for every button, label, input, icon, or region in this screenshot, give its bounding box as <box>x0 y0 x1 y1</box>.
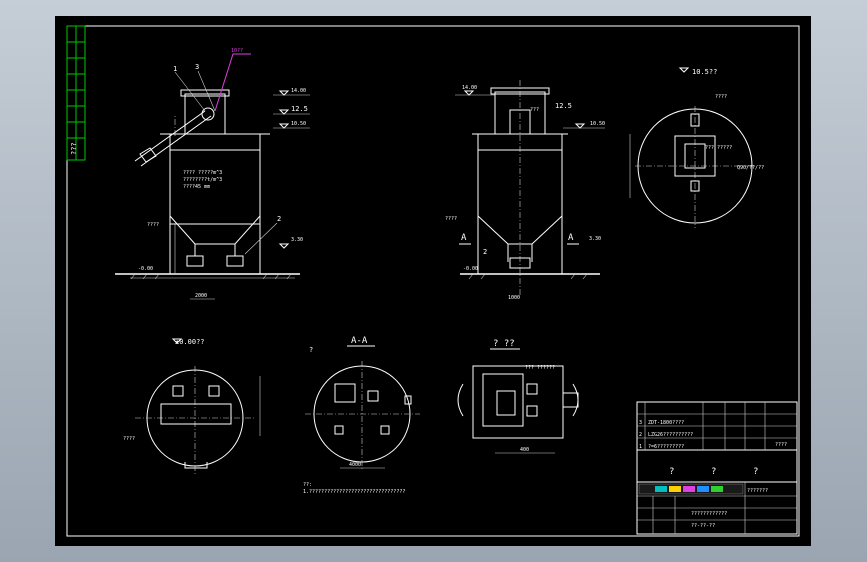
detail-title: ? ?? <box>493 339 515 349</box>
level-base-mid: 3.30 <box>589 236 601 242</box>
level-low-mid: 10.50 <box>590 121 605 127</box>
part-label-2: 2 <box>277 215 281 223</box>
drawing-border <box>66 25 800 537</box>
silo-note-1: ???? ?????m^3 <box>183 170 222 176</box>
bom-no-3: 3 <box>639 420 642 426</box>
elevation-view-left: 10?? 14.00 12.5 10.50 3.30 -0.00 ???? ??… <box>115 48 310 300</box>
plan-top-callout: ???? <box>715 94 727 100</box>
elevation-view-middle: 14.00 12.5 10.50 3.30 -0.00 A A ???? 2 1… <box>445 80 605 301</box>
bottom-dim: 2000 <box>195 293 207 299</box>
level-ground-mid: -0.00 <box>463 266 478 272</box>
level-ground: -0.00 <box>138 266 153 272</box>
plan-top-right: 10.5?? ???? ??? ????? Q90/??/?? <box>629 67 764 228</box>
plan-top-note-2: Q90/??/?? <box>737 165 764 171</box>
bom-remark: ???? <box>775 442 787 448</box>
side-label-mid: ???? <box>445 216 457 222</box>
silo-note-2: ????????t/m^3 <box>183 177 222 183</box>
section-mark-a-right: A <box>568 233 574 243</box>
stamp-label: ??? <box>70 142 78 155</box>
notes-line-1: 1.???????????????????????????????? <box>303 489 405 495</box>
drawing-sheet: ??? 10?? 14.00 12.5 <box>55 16 811 546</box>
bom-no-2: 2 <box>639 432 642 438</box>
part-label-1: 1 <box>173 65 177 73</box>
level-low: 10.50 <box>291 121 306 127</box>
drawing-name: ???????????? <box>691 511 727 517</box>
section-mark-a-left: A <box>461 233 467 243</box>
bom-name-3: ZDT-1800???? <box>648 420 684 426</box>
bottom-dim-mid: 1000 <box>508 295 520 301</box>
detail-note: ??? ?????? <box>525 365 555 371</box>
level-top-mid: 14.00 <box>462 85 477 91</box>
bom-name-1: ?=6????????? <box>648 444 684 450</box>
title-block-code: ??????? <box>747 488 768 494</box>
notes-heading: ??: <box>303 482 312 488</box>
bom-header-1: ? <box>669 467 674 477</box>
detail-dim: 400 <box>520 447 529 453</box>
bom-no-1: 1 <box>639 444 642 450</box>
binding-stamp: ??? <box>66 25 86 161</box>
section-part-label: ? <box>309 346 313 354</box>
level-mid: 12.5 <box>291 105 308 113</box>
part-label-3: 3 <box>195 63 199 71</box>
section-dim: 4000 <box>349 462 361 468</box>
drawing-number: ??-??-?? <box>691 523 715 529</box>
cad-drawing: ??? 10?? 14.00 12.5 <box>66 25 800 537</box>
top-dim-mid: ??? <box>530 107 539 113</box>
title-block: 3 ZDT-1800???? 2 LZG26?????????? 1 ?=6??… <box>636 401 798 535</box>
plan-top-note-1: ??? ????? <box>705 145 732 151</box>
general-notes: ??: 1.???????????????????????????????? <box>303 482 405 495</box>
section-title: A-A <box>351 336 368 346</box>
section-a-a: A-A ? 4000 <box>305 336 420 471</box>
plan-1-note: ???? <box>123 436 135 442</box>
bom-header-3: ? <box>753 467 758 477</box>
callout-text: 10?? <box>231 48 243 54</box>
plan-bottom-left: ±0.00?? ???? <box>123 338 261 476</box>
level-mid-mid: 12.5 <box>555 102 572 110</box>
bom-header-2: ? <box>711 467 716 477</box>
detail-plan: ? ?? ??? ?????? 400 <box>457 339 579 454</box>
silo-note-3: ????45 mm <box>183 184 210 190</box>
part-label-2-mid: 2 <box>483 248 487 256</box>
plan-top-level: 10.5?? <box>692 68 717 76</box>
level-base: 3.30 <box>291 237 303 243</box>
left-level-label: ???? <box>147 222 159 228</box>
level-top: 14.00 <box>291 88 306 94</box>
plan-1-level: ±0.00?? <box>175 338 205 346</box>
bom-name-2: LZG26?????????? <box>648 432 693 438</box>
